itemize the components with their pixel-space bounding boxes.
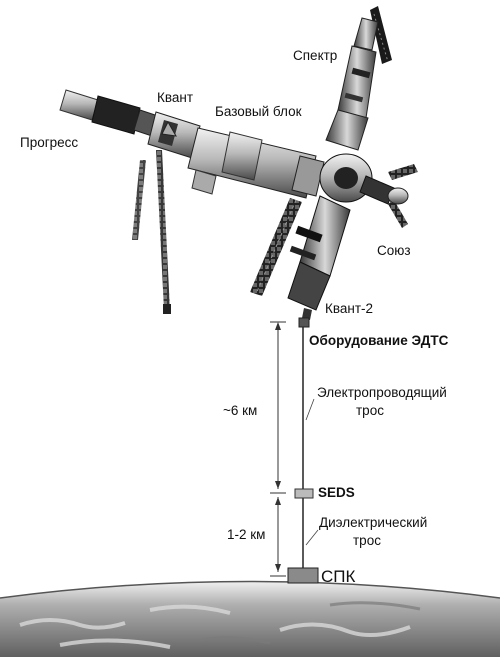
seds-box bbox=[294, 488, 314, 499]
progress-spacecraft bbox=[59, 89, 159, 137]
label-length-dielectric: 1-2 км bbox=[227, 527, 266, 542]
label-spk: СПК bbox=[321, 567, 356, 586]
spektr-module bbox=[325, 17, 379, 151]
label-seds: SEDS bbox=[318, 485, 355, 500]
kvant-module bbox=[147, 111, 201, 159]
kvant2-solar-array bbox=[250, 198, 302, 296]
base-block-module bbox=[187, 127, 325, 199]
kvant2-module bbox=[287, 195, 351, 320]
label-soyuz: Союз bbox=[377, 243, 411, 258]
label-edts-equipment: Оборудование ЭДТС bbox=[309, 333, 449, 348]
edts-equipment-box bbox=[298, 317, 310, 328]
docking-node bbox=[319, 153, 373, 203]
earth bbox=[0, 580, 500, 657]
label-kvant: Квант bbox=[157, 90, 194, 105]
label-progress: Прогресс bbox=[20, 135, 79, 150]
label-kvant2: Квант-2 bbox=[325, 301, 374, 316]
spk-capsule bbox=[287, 567, 319, 584]
label-conductive-tether-2: трос bbox=[356, 403, 384, 418]
soyuz-spacecraft bbox=[359, 164, 418, 228]
leader-lines bbox=[305, 398, 319, 546]
spektr-solar-array bbox=[370, 6, 392, 64]
kvant-solar-panels bbox=[132, 150, 171, 314]
label-length-conductive: ~6 км bbox=[223, 403, 258, 418]
label-conductive-tether-1: Электропроводящий bbox=[317, 385, 447, 400]
label-base-block: Базовый блок bbox=[215, 104, 302, 119]
dimension-lines bbox=[270, 321, 286, 577]
label-spektr: Спектр bbox=[293, 48, 338, 63]
label-dielectric-tether-1: Диэлектрический bbox=[319, 515, 428, 530]
label-dielectric-tether-2: трос bbox=[353, 533, 381, 548]
